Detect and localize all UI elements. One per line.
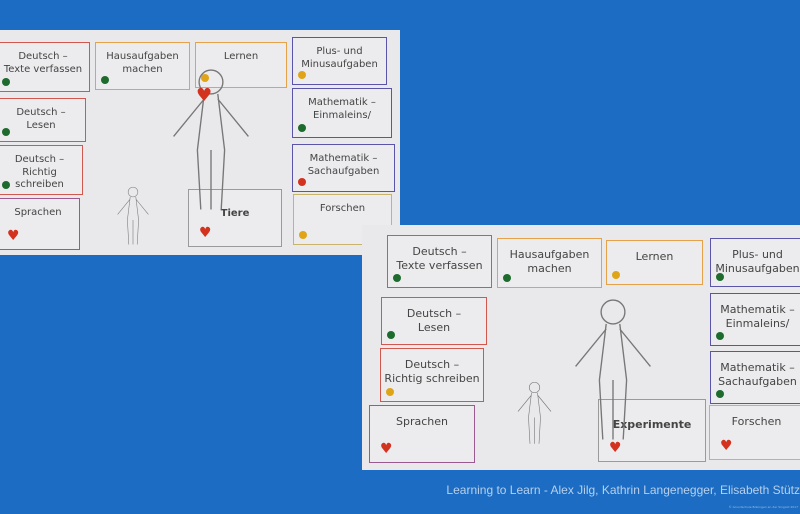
card-label: Sachaufgaben [307,165,380,177]
card-label: Hausaufgaben [509,248,590,261]
heart-icon: ♥ [720,438,733,454]
card-label: Deutsch – [16,107,66,118]
green-dot-icon [393,274,401,282]
card-label: Deutsch – [412,245,467,258]
green-dot-icon [2,128,10,136]
card-label: Minusaufgaben [715,261,800,275]
card-label: Plus- und [732,248,783,261]
topic-card: Sprachen ♥ [0,198,80,250]
yellow-dot-icon [299,231,307,239]
child-drawing [112,185,154,252]
card-label: Plus- und [316,46,363,57]
topic-card: Forschen ♥ [709,405,800,460]
yellow-dot-icon [201,74,209,82]
green-dot-icon [503,274,511,282]
card-label: Deutsch – [406,307,462,320]
heart-icon: ♥ [196,85,213,106]
card-label: Tiere [220,208,250,219]
heart-icon: ♥ [7,228,20,244]
card-label: Texte verfassen [396,258,483,272]
yellow-dot-icon [298,71,306,79]
topic-card: Deutsch –Lesen [0,98,86,142]
card-label: Lesen [26,119,56,131]
card-label: Lernen [635,250,674,263]
card-label: Mathematik – [309,153,378,164]
card-label: Sprachen [396,415,448,428]
card-label: Deutsch – [14,154,65,165]
card-label: Hausaufgaben [106,51,179,62]
heart-icon: ♥ [199,225,212,241]
topic-card: Mathematik –Sachaufgaben [292,144,395,192]
topic-card: Experimente ♥ [598,399,706,462]
topic-card: Deutsch –Richtig schreiben [380,348,484,402]
card-label: Richtig schreiben [15,166,64,191]
card-label: machen [527,261,572,275]
red-dot-icon [298,178,306,186]
card-label: Lesen [417,320,451,334]
card-label: Einmaleins/ [313,109,371,121]
card-label: Einmaleins/ [725,316,790,330]
topic-card: Mathematik –Einmaleins/ [710,293,800,346]
child-drawing: ♥ [160,65,262,222]
card-label: Richtig schreiben [384,371,480,385]
topic-card: Mathematik –Einmaleins/ [292,88,392,138]
topic-card: Deutsch –Texte verfassen [0,42,90,92]
card-label: Mathematik – [720,303,795,316]
yellow-dot-icon [612,271,620,279]
card-label: Sprachen [14,207,62,218]
heart-icon: ♥ [380,441,393,457]
green-dot-icon [2,78,10,86]
copyright: © Grundschule Bobingen an der Singold 20… [728,505,798,509]
card-label: Forschen [731,415,782,428]
card-label: Deutsch – [404,358,460,371]
card-label: Lernen [223,51,259,62]
topic-card: Tiere ♥ [188,189,282,247]
card-label: Sachaufgaben [718,374,797,388]
topic-card: Sprachen♥ [369,405,475,463]
green-dot-icon [716,332,724,340]
green-dot-icon [2,181,10,189]
topic-card: Mathematik –Sachaufgaben [710,351,800,404]
green-dot-icon [298,124,306,132]
child-drawing [562,295,664,452]
topic-card: Lernen [195,42,287,88]
card-label: Texte verfassen [3,63,83,75]
card-label: Mathematik – [308,97,376,108]
topic-card: Deutsch –Lesen [381,297,487,345]
yellow-dot-icon [386,388,394,396]
card-label: Forschen [319,203,366,214]
card-label: Mathematik – [720,361,795,374]
green-dot-icon [387,331,395,339]
heart-icon: ♥ [609,440,622,456]
card-label: Experimente [612,418,692,431]
topic-card: Deutsch –Texte verfassen [387,235,492,288]
green-dot-icon [716,390,724,398]
card-label: Minusaufgaben [301,58,378,70]
card-label: machen [122,63,163,75]
topic-card: Deutsch –Richtig schreiben [0,145,83,195]
green-dot-icon [101,76,109,84]
topic-card: Lernen [606,240,703,285]
child-drawing [512,380,557,452]
slide-footer: Learning to Learn - Alex Jilg, Kathrin L… [446,483,800,497]
card-label: Deutsch – [18,51,68,62]
green-dot-icon [716,273,724,281]
